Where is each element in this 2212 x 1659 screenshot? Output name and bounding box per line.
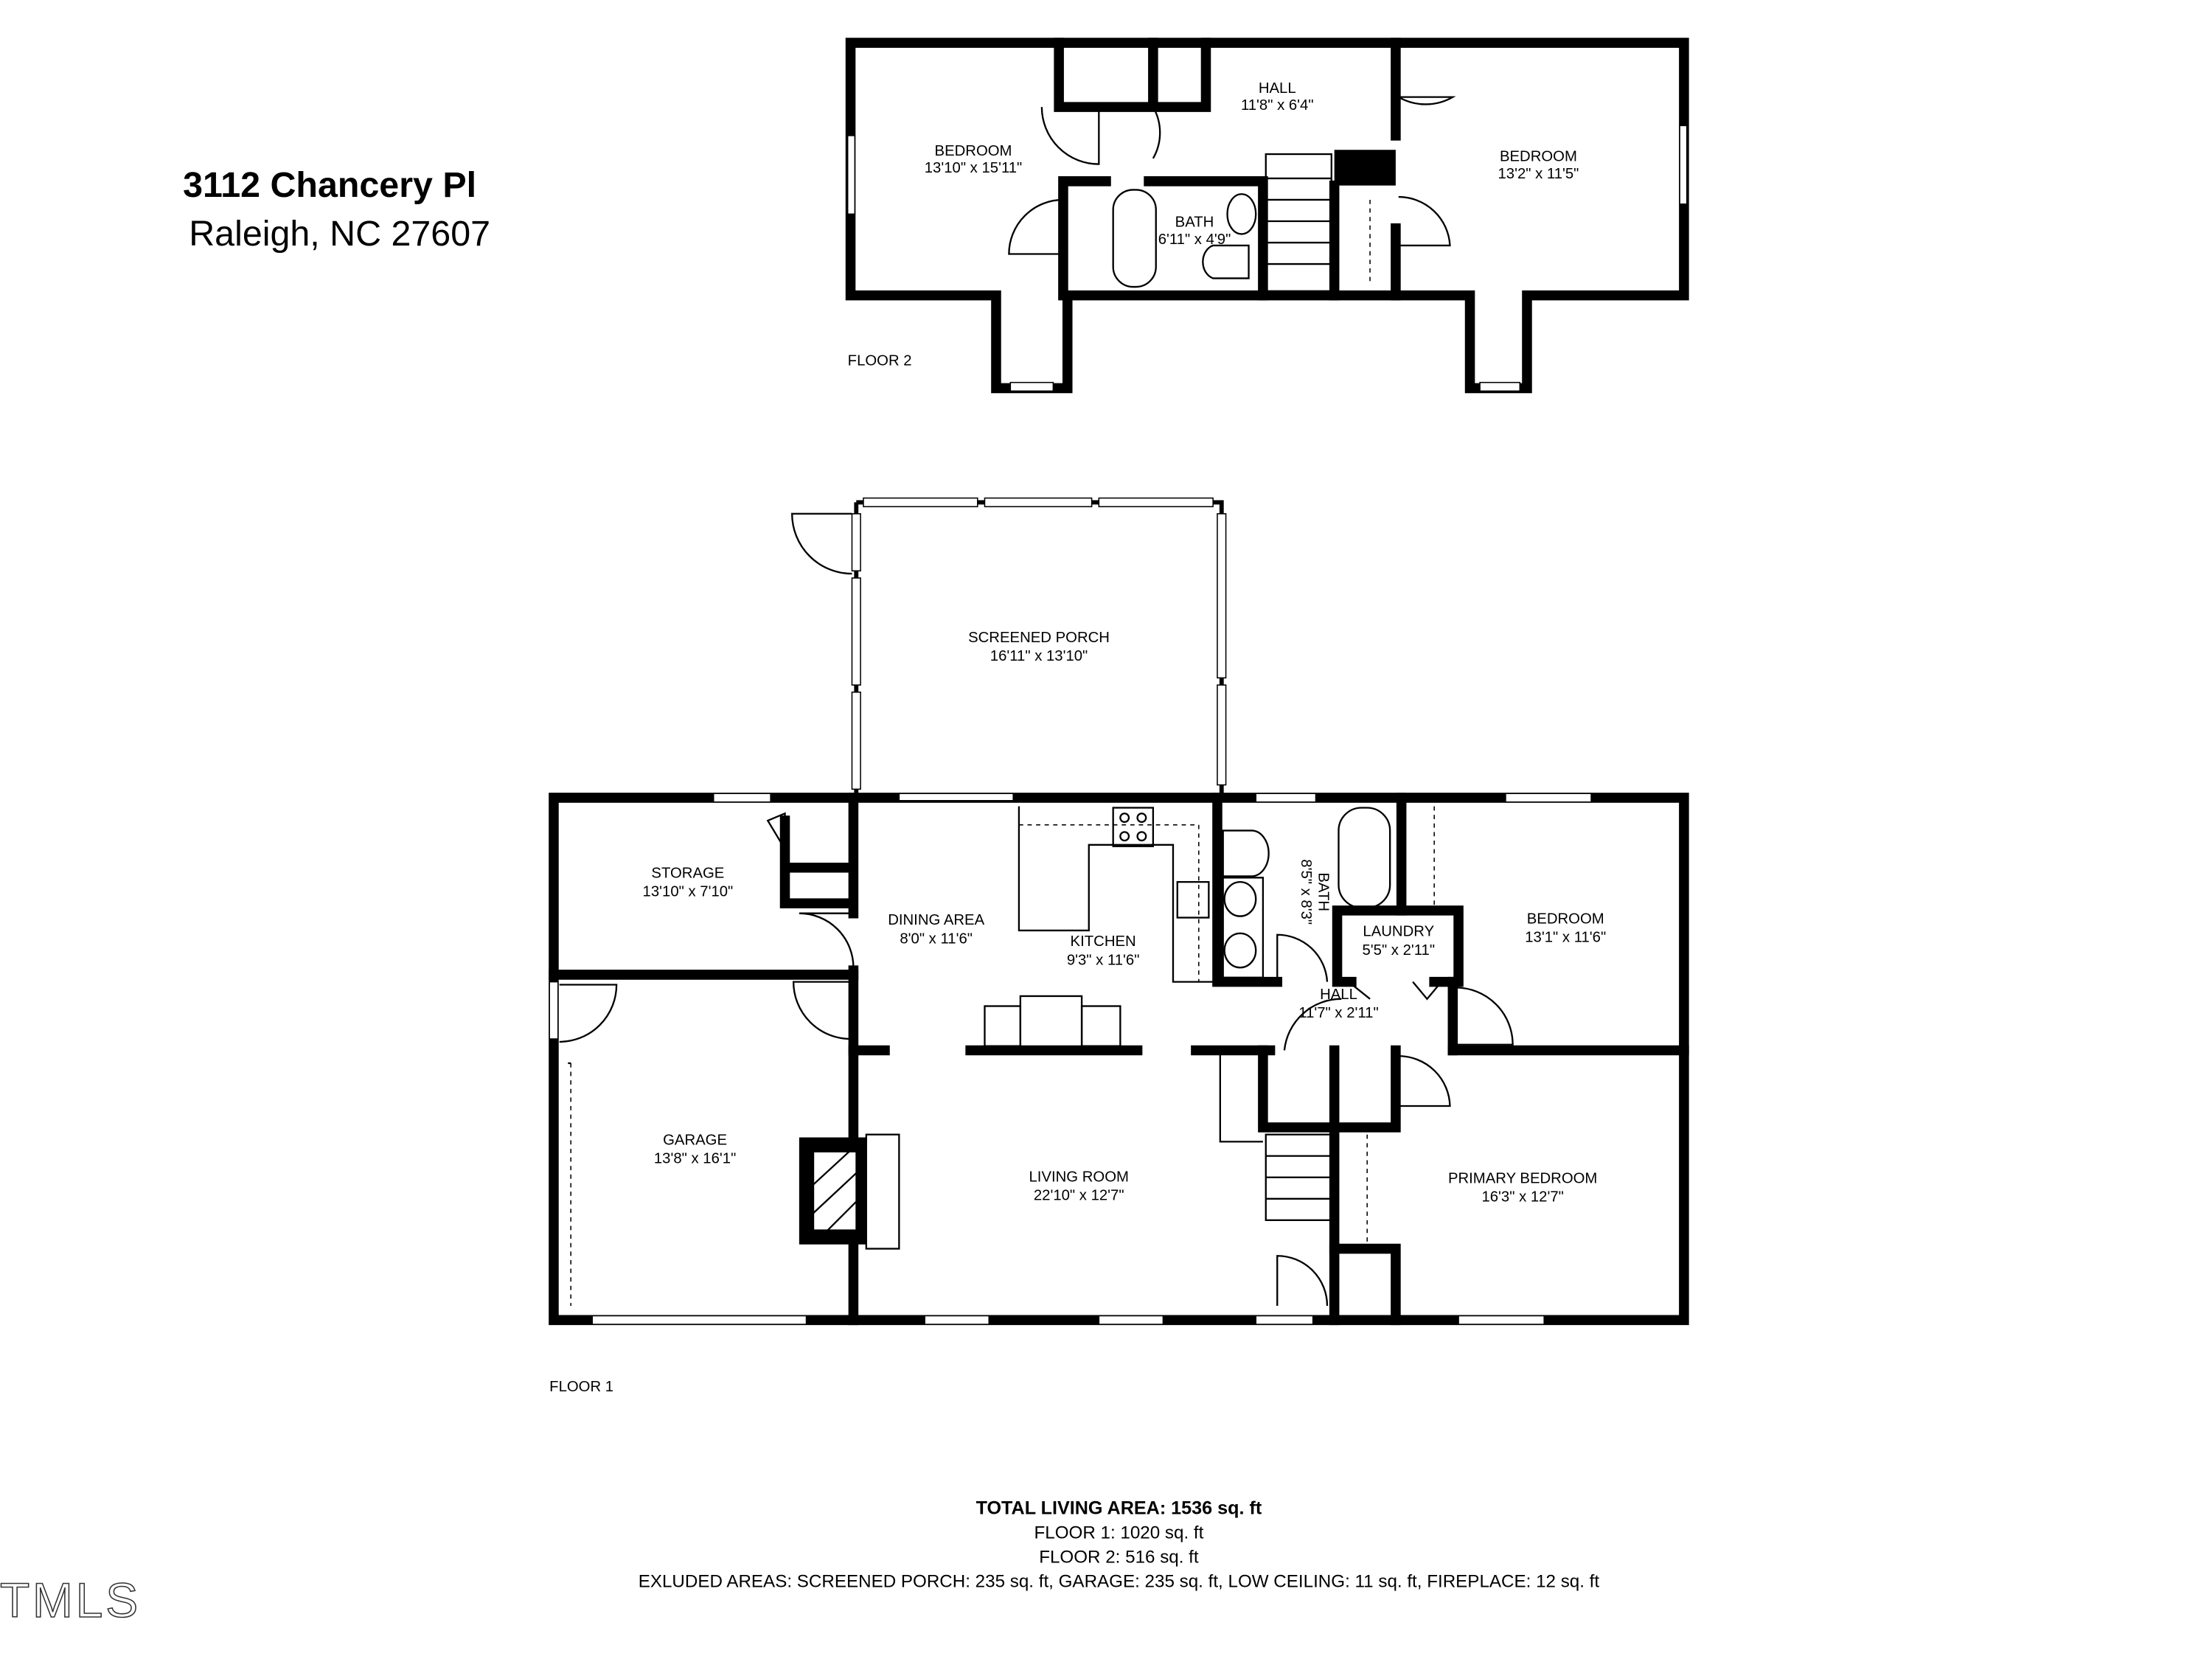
f1-room-name: GARAGE: [663, 1132, 727, 1148]
f1-room-name: BEDROOM: [1527, 911, 1604, 927]
f1-room-name: LAUNDRY: [1363, 924, 1434, 940]
f1-room-name: HALL: [1320, 987, 1357, 1003]
f1-room-size: 16'11" x 13'10": [990, 648, 1088, 664]
excluded-areas: EXLUDED AREAS: SCREENED PORCH: 235 sq. f…: [639, 1571, 1600, 1591]
f2-room-size: 13'2" x 11'5": [1498, 166, 1579, 182]
f1-room-size: 8'5" x 8'3": [1298, 859, 1314, 925]
f1-room-name: STORAGE: [651, 865, 724, 881]
f2-room-name: HALL: [1259, 80, 1296, 97]
f2-room-name: BATH: [1175, 215, 1214, 231]
floor1-plan: SCREENED PORCH 16'11" x 13'10" STORAGE 1…: [549, 497, 1689, 1395]
f1-room-size: 22'10" x 12'7": [1034, 1188, 1124, 1204]
total-living-area: TOTAL LIVING AREA: 1536 sq. ft: [976, 1498, 1262, 1519]
f1-room-name: SCREENED PORCH: [968, 630, 1110, 646]
f1-room-name: BATH: [1315, 872, 1331, 911]
address-line1: 3112 Chancery Pl: [183, 165, 476, 205]
f1-room-name: DINING AREA: [888, 912, 984, 928]
f2-room-size: 6'11" x 4'9": [1158, 232, 1231, 248]
f1-room-size: 13'10" x 7'10": [643, 883, 734, 900]
f2-room-name: BEDROOM: [1500, 149, 1577, 165]
f1-room-size: 13'8" x 16'1": [654, 1150, 736, 1166]
f1-room-size: 8'0" x 11'6": [900, 931, 973, 947]
floor1-area: FLOOR 1: 1020 sq. ft: [1034, 1523, 1203, 1543]
f2-room-size: 13'10" x 15'11": [925, 160, 1022, 176]
floor1-label: FLOOR 1: [549, 1379, 613, 1395]
f1-room-size: 5'5" x 2'11": [1362, 942, 1435, 959]
address-line2: Raleigh, NC 27607: [189, 214, 490, 254]
f1-room-size: 9'3" x 11'6": [1067, 952, 1140, 968]
floor2-label: FLOOR 2: [848, 352, 912, 369]
f2-room-size: 11'8" x 6'4": [1241, 97, 1314, 114]
f1-room-size: 11'7" x 2'11": [1298, 1005, 1378, 1021]
floor2-area: FLOOR 2: 516 sq. ft: [1039, 1547, 1199, 1567]
f1-room-size: 13'1" x 11'6": [1525, 929, 1606, 945]
mls-watermark-logo: TMLS: [0, 1573, 141, 1627]
f2-room-name: BEDROOM: [935, 143, 1012, 159]
floor2-plan: BEDROOM 13'10" x 15'11" HALL 11'8" x 6'4…: [845, 38, 1689, 394]
f1-room-name: KITCHEN: [1071, 933, 1136, 950]
f1-room-size: 16'3" x 12'7": [1481, 1189, 1563, 1206]
f1-room-name: PRIMARY BEDROOM: [1448, 1171, 1597, 1187]
f1-room-name: LIVING ROOM: [1029, 1169, 1129, 1186]
